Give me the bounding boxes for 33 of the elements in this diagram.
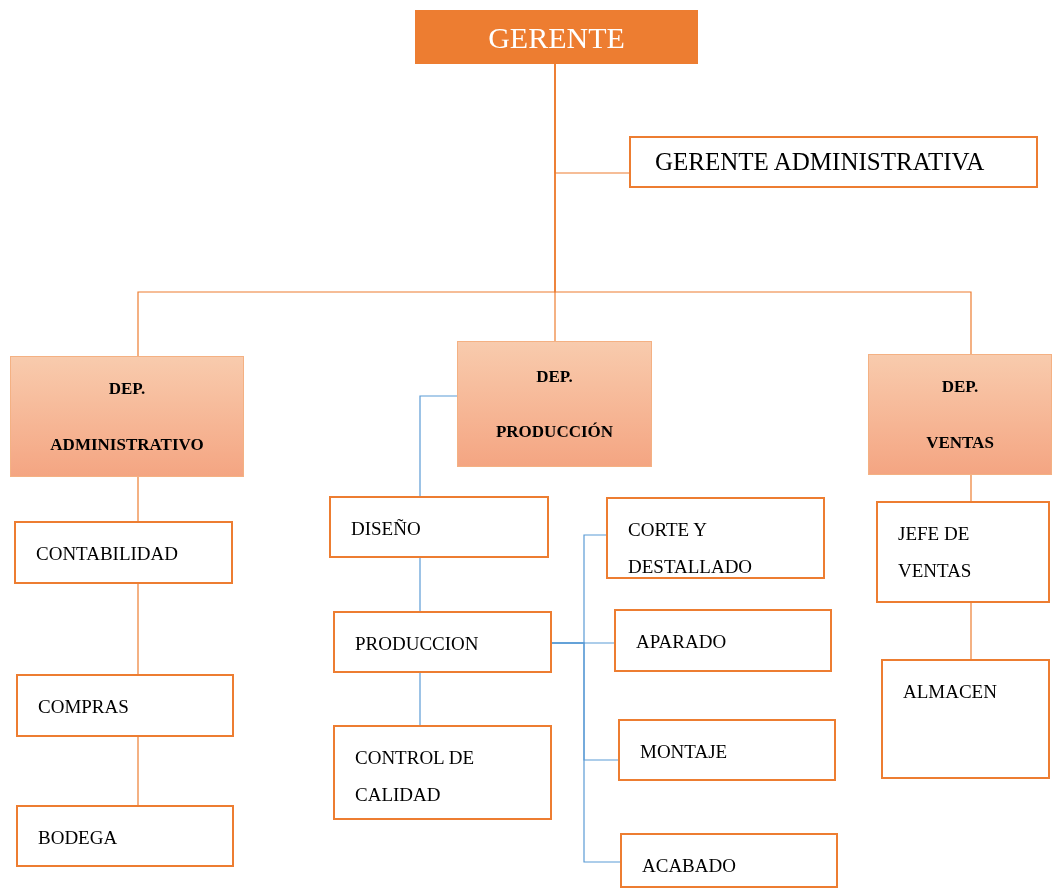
org-box: CONTABILIDAD [14,521,233,584]
department-box [10,356,244,477]
connector-line [554,63,972,355]
org-box: CONTROL DE CALIDAD [333,725,552,820]
connector-line [137,736,139,806]
org-box: PRODUCCION [333,611,552,673]
department-title: VENTAS [926,431,994,454]
org-box: ACABADO [620,833,838,888]
connector-line [137,583,139,675]
connector-line [419,672,421,726]
org-box: APARADO [614,609,832,672]
department-title: DEP. [108,378,146,400]
department-title: ADMINISTRATIVO [50,433,204,456]
connector-line [970,474,972,502]
org-box: DISEÑO [329,496,549,558]
org-box: ALMACEN [881,659,1050,779]
department-box [457,341,652,467]
department-box [868,354,1052,475]
org-box: CORTE Y DESTALLADO [606,497,825,579]
connector-line [551,642,621,863]
department-title: PRODUCCIÓN [495,421,614,443]
manager-box: GERENTE [415,10,698,64]
department-title: DEP. [941,376,979,398]
org-box: COMPRAS [16,674,234,737]
org-box: GERENTE ADMINISTRATIVA [629,136,1038,188]
org-box: MONTAJE [618,719,836,781]
connector-line [419,395,458,497]
org-box: JEFE DE VENTAS [876,501,1050,603]
connector-line [137,476,139,522]
connector-line [970,602,972,660]
connector-line [419,557,421,612]
org-box: BODEGA [16,805,234,867]
department-title: DEP. [536,365,573,388]
